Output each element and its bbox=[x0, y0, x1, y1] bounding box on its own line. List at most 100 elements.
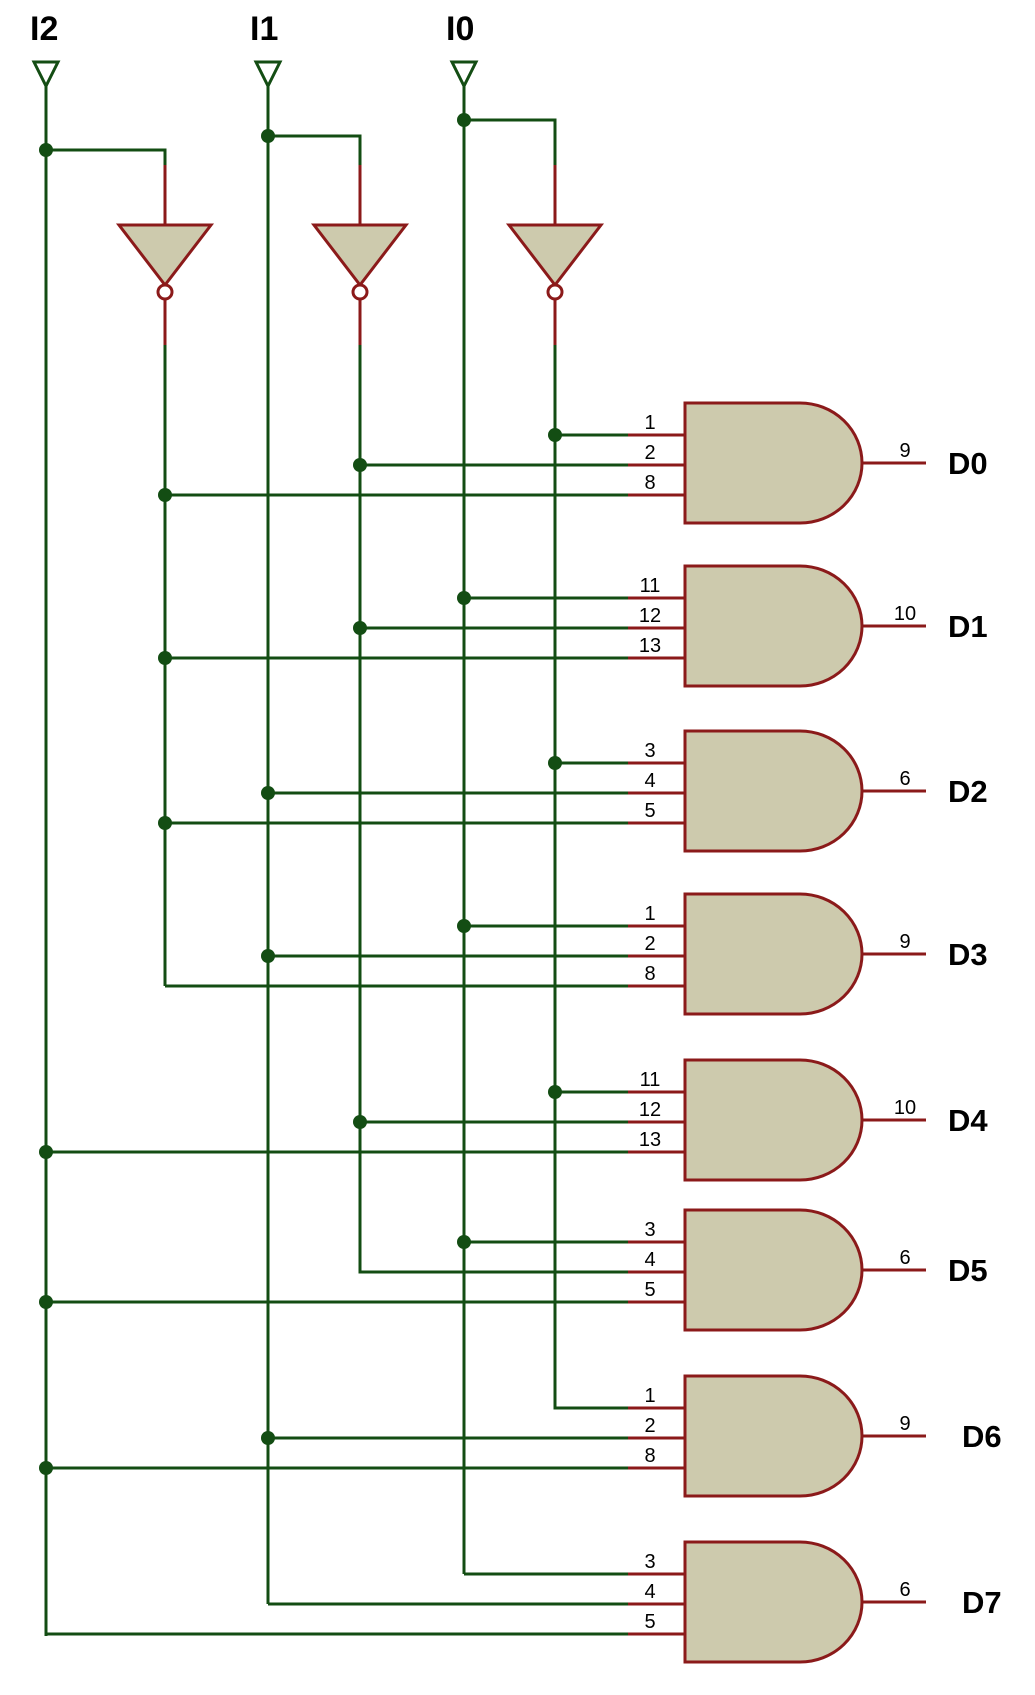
input-terminals bbox=[31, 60, 479, 90]
input-label-i1: I1 bbox=[250, 10, 278, 48]
branch-i2-to-inverter bbox=[46, 148, 167, 165]
junction-dot bbox=[261, 1431, 275, 1445]
gate-body bbox=[683, 729, 864, 853]
junction-dot bbox=[158, 651, 172, 665]
junction-dot bbox=[548, 756, 562, 770]
input-terminal-i1 bbox=[253, 60, 283, 90]
output-label-d3: D3 bbox=[948, 937, 988, 972]
wires bbox=[44, 86, 628, 1636]
pin-number-label: 6 bbox=[899, 768, 910, 790]
junction-dot bbox=[39, 143, 53, 157]
pin-number-label: 5 bbox=[644, 1611, 655, 1633]
input-terminal-i2 bbox=[31, 60, 61, 90]
pin-number-label: 13 bbox=[639, 1129, 661, 1151]
junction-dot bbox=[158, 488, 172, 502]
pin-number-label: 3 bbox=[644, 1551, 655, 1573]
gate-body bbox=[683, 1058, 864, 1182]
pin-number-label: 2 bbox=[644, 1415, 655, 1437]
pin-number-label: 2 bbox=[644, 933, 655, 955]
gate-body bbox=[683, 892, 864, 1016]
junction-dot bbox=[39, 1461, 53, 1475]
pin-number-label: 4 bbox=[644, 1249, 655, 1271]
and-gate-d3: 1 2 8 9 D3 bbox=[628, 892, 988, 1016]
junction-dot bbox=[353, 621, 367, 635]
pin-number-label: 13 bbox=[639, 635, 661, 657]
wire-d6-a bbox=[553, 1092, 628, 1410]
inverter-body bbox=[505, 223, 605, 288]
inverter-bubble bbox=[546, 283, 564, 301]
gate-body bbox=[683, 1540, 864, 1664]
output-label-d6: D6 bbox=[962, 1419, 1002, 1454]
pin-number-label: 3 bbox=[644, 1219, 655, 1241]
junction-dot bbox=[457, 113, 471, 127]
junction-dot bbox=[39, 1145, 53, 1159]
pin-number-label: 9 bbox=[899, 931, 910, 953]
output-label-d2: D2 bbox=[948, 774, 988, 809]
input-label-i0: I0 bbox=[446, 10, 474, 48]
input-terminal-i0 bbox=[449, 60, 479, 90]
pin-number-label: 5 bbox=[644, 1279, 655, 1301]
gate-body bbox=[683, 401, 864, 525]
junction-dot bbox=[261, 786, 275, 800]
output-label-d4: D4 bbox=[948, 1103, 988, 1138]
gate-body bbox=[683, 564, 864, 688]
inverter-i1 bbox=[310, 165, 410, 345]
pin-number-label: 11 bbox=[640, 1069, 661, 1091]
output-label-d0: D0 bbox=[948, 446, 988, 481]
pin-number-label: 6 bbox=[899, 1579, 910, 1601]
junction-dot bbox=[457, 1235, 471, 1249]
inverter-i0 bbox=[505, 165, 605, 345]
junction-dot bbox=[158, 816, 172, 830]
input-label-i2: I2 bbox=[30, 10, 58, 48]
pin-number-label: 10 bbox=[894, 1097, 916, 1119]
pin-number-label: 12 bbox=[639, 1099, 661, 1121]
wire-d5-b bbox=[358, 1122, 628, 1274]
junction-dot bbox=[548, 428, 562, 442]
gate-body bbox=[683, 1374, 864, 1498]
inverters bbox=[115, 165, 605, 345]
inverter-body bbox=[115, 223, 215, 288]
pin-number-label: 8 bbox=[644, 963, 655, 985]
pin-number-label: 3 bbox=[644, 740, 655, 762]
junction-dot bbox=[457, 919, 471, 933]
pin-number-label: 9 bbox=[899, 440, 910, 462]
pin-number-label: 1 bbox=[644, 412, 655, 434]
pin-number-label: 11 bbox=[640, 575, 661, 597]
output-label-d7: D7 bbox=[962, 1585, 1002, 1620]
pin-number-label: 12 bbox=[639, 605, 661, 627]
and-gate-d1: 11 12 13 10 D1 bbox=[628, 564, 988, 688]
gate-body bbox=[683, 1208, 864, 1332]
inverter-bubble bbox=[351, 283, 369, 301]
pin-number-label: 2 bbox=[644, 442, 655, 464]
pin-number-label: 8 bbox=[644, 1445, 655, 1467]
pin-number-label: 4 bbox=[644, 770, 655, 792]
junction-dot bbox=[261, 129, 275, 143]
and-gate-d5: 3 4 5 6 D5 bbox=[628, 1208, 988, 1332]
junction-dot bbox=[457, 591, 471, 605]
and-gate-d0: 1 2 8 9 D0 bbox=[628, 401, 988, 525]
output-label-d1: D1 bbox=[948, 609, 988, 644]
junction-dot bbox=[261, 949, 275, 963]
output-label-d5: D5 bbox=[948, 1253, 988, 1288]
pin-number-label: 10 bbox=[894, 603, 916, 625]
junction-dot bbox=[39, 1295, 53, 1309]
and-gate-d4: 11 12 13 10 D4 bbox=[628, 1058, 988, 1182]
pin-number-label: 1 bbox=[644, 903, 655, 925]
junction-dot bbox=[548, 1085, 562, 1099]
and-gate-d7: 3 4 5 6 D7 bbox=[628, 1540, 1002, 1664]
and-gate-d2: 3 4 5 6 D2 bbox=[628, 729, 988, 853]
junction-dot bbox=[353, 458, 367, 472]
inverter-i2 bbox=[115, 165, 215, 345]
branch-i1-to-inverter bbox=[268, 134, 362, 165]
junctions bbox=[39, 113, 562, 1475]
pin-number-label: 1 bbox=[644, 1385, 655, 1407]
inverter-body bbox=[310, 223, 410, 288]
pin-number-label: 6 bbox=[899, 1247, 910, 1269]
branch-i0-to-inverter bbox=[464, 118, 557, 165]
pin-number-label: 8 bbox=[644, 472, 655, 494]
pin-number-label: 4 bbox=[644, 1581, 655, 1603]
pin-number-label: 5 bbox=[644, 800, 655, 822]
